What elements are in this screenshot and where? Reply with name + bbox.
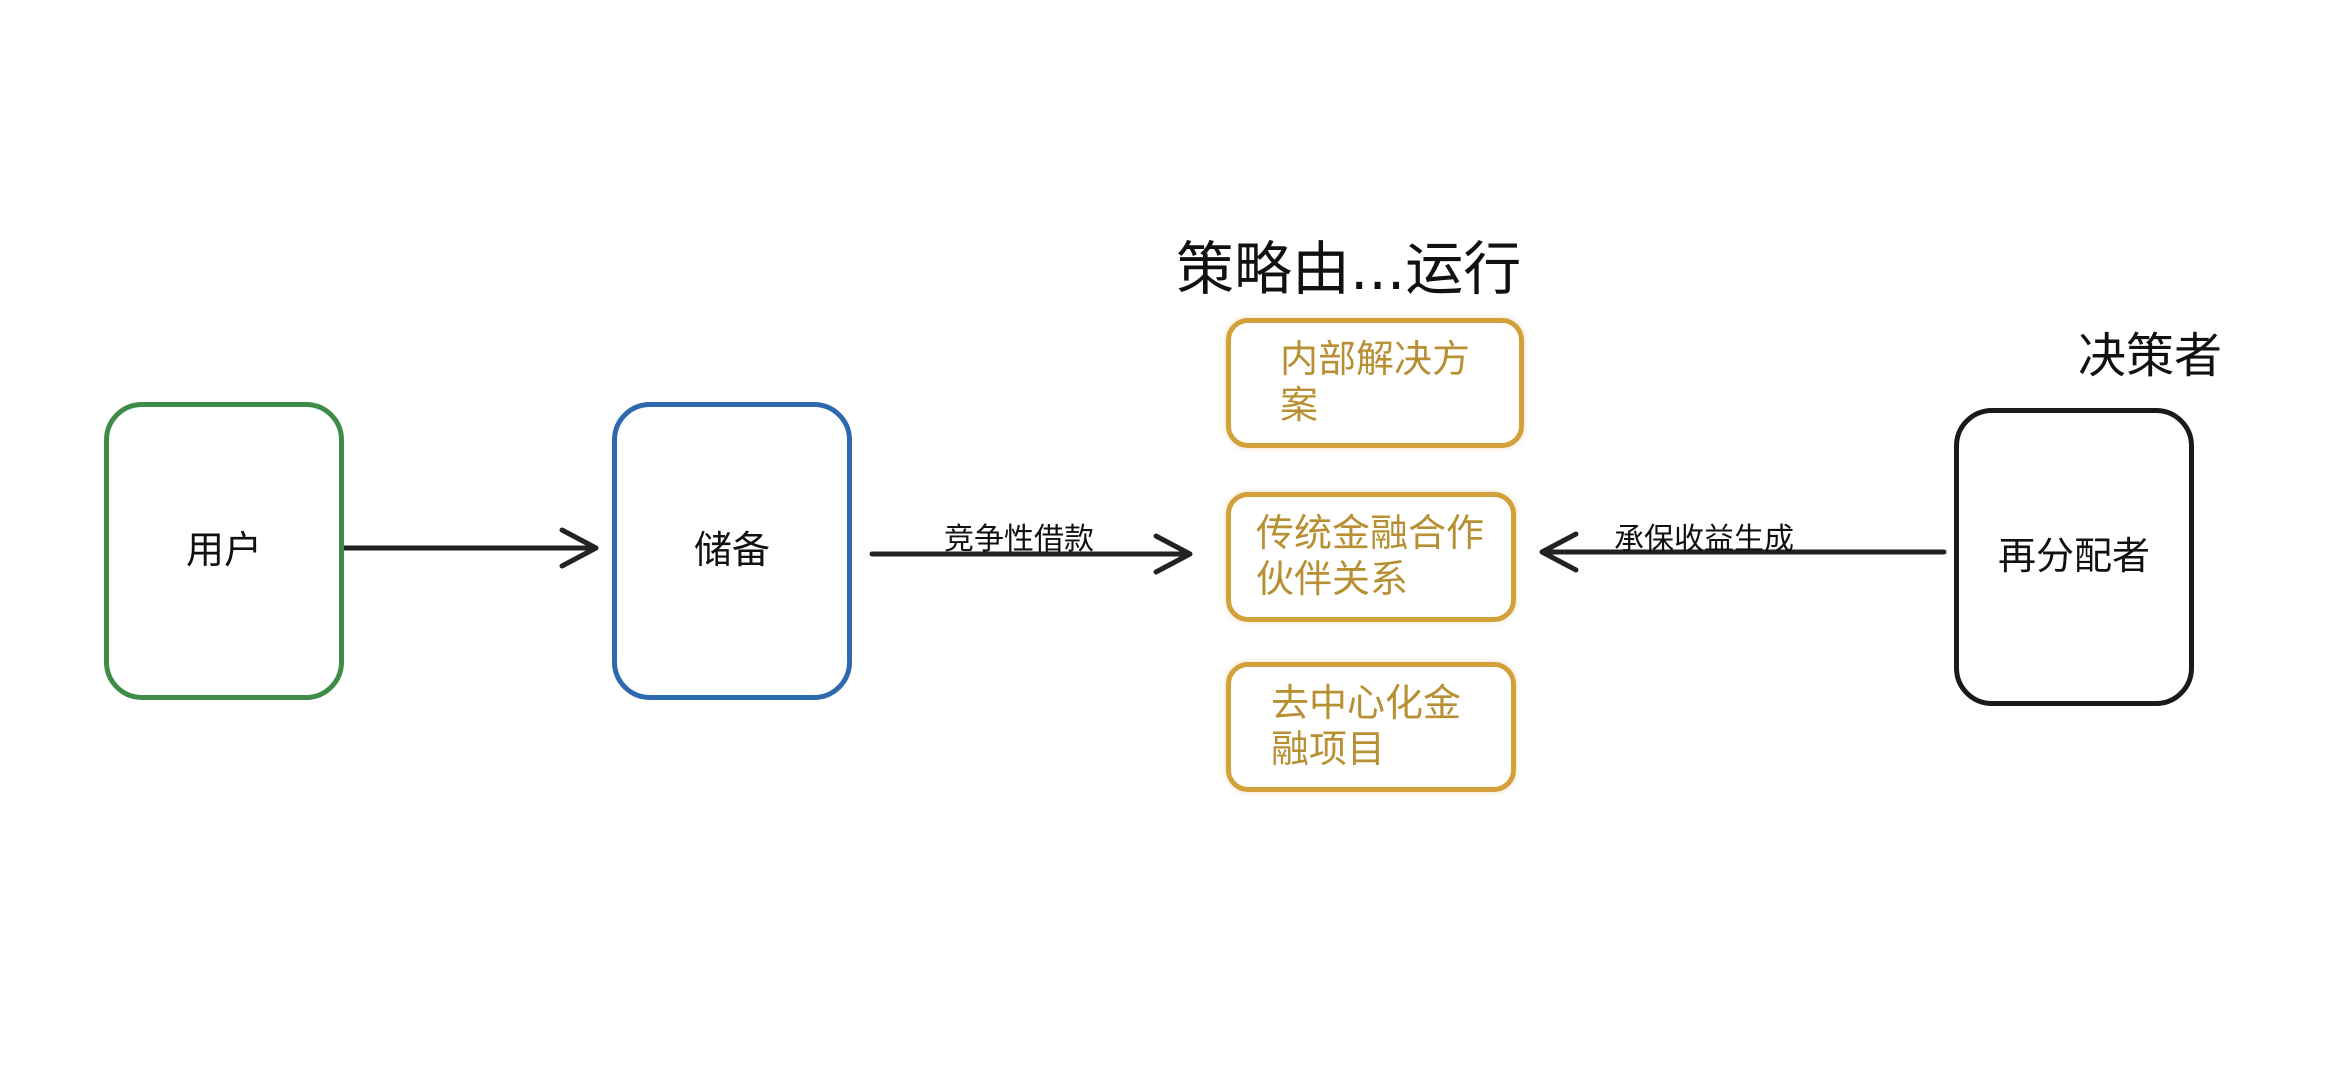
strategy-defi-projects: 去中心化金融项目 <box>1226 662 1516 792</box>
edge-label-competitive-borrowing: 竞争性借款 <box>944 522 1094 557</box>
strategy-tradfi-partnerships: 传统金融合作伙伴关系 <box>1226 492 1516 622</box>
arrow-reserve-to-strategies <box>869 533 1193 575</box>
redistributor-node: 再分配者 <box>1954 408 2194 706</box>
reserve-node-label: 储备 <box>693 528 770 573</box>
redistributor-node-label: 再分配者 <box>1997 534 2150 579</box>
edge-label-underwriting-yield: 承保收益生成 <box>1614 522 1794 557</box>
strategy-defi-label: 去中心化金融项目 <box>1271 681 1462 771</box>
strategy-tradfi-label: 传统金融合作伙伴关系 <box>1256 511 1485 601</box>
user-node: 用户 <box>104 402 344 700</box>
strategy-internal-label: 内部解决方案 <box>1280 337 1471 427</box>
strategy-internal-solutions: 内部解决方案 <box>1226 318 1524 448</box>
decision-maker-label: 决策者 <box>2078 328 2223 384</box>
strategy-title: 策略由...运行 <box>1176 235 1522 303</box>
user-node-label: 用户 <box>185 528 262 573</box>
arrow-user-to-reserve <box>341 527 599 569</box>
arrow-redistributor-to-strategies <box>1539 531 1947 573</box>
reserve-node: 储备 <box>612 402 852 700</box>
